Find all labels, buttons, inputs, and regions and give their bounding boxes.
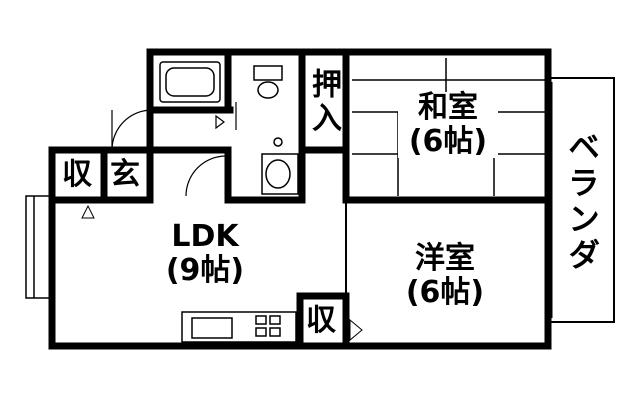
washitsu-name: 和室 bbox=[418, 90, 478, 125]
ldk-label: LDK (9帖) bbox=[150, 222, 260, 286]
storage-ldk-label: 収 bbox=[306, 303, 336, 338]
ldk-name: LDK bbox=[171, 219, 239, 254]
left-window bbox=[25, 195, 53, 299]
veranda-label: ベランダ bbox=[563, 130, 601, 274]
youshitsu-label: 洋室 (6帖) bbox=[398, 244, 492, 308]
door-markers bbox=[81, 204, 363, 342]
youshitsu-size: (6帖) bbox=[405, 275, 485, 310]
ldk-size: (9帖) bbox=[165, 253, 245, 288]
toilet bbox=[253, 65, 283, 99]
storage-entry-label: 収 bbox=[62, 157, 92, 192]
bathtub bbox=[159, 61, 221, 103]
kitchen-counter bbox=[181, 311, 297, 343]
thin-walls bbox=[228, 199, 347, 296]
oshiire-label: 押入 bbox=[306, 68, 341, 136]
washitsu-label: 和室 (6帖) bbox=[398, 92, 498, 158]
walls bbox=[48, 48, 552, 350]
genkan-label: 玄 bbox=[110, 157, 140, 192]
youshitsu-name: 洋室 bbox=[415, 241, 475, 276]
washitsu-size: (6帖) bbox=[408, 124, 488, 159]
washbasin bbox=[261, 137, 299, 195]
